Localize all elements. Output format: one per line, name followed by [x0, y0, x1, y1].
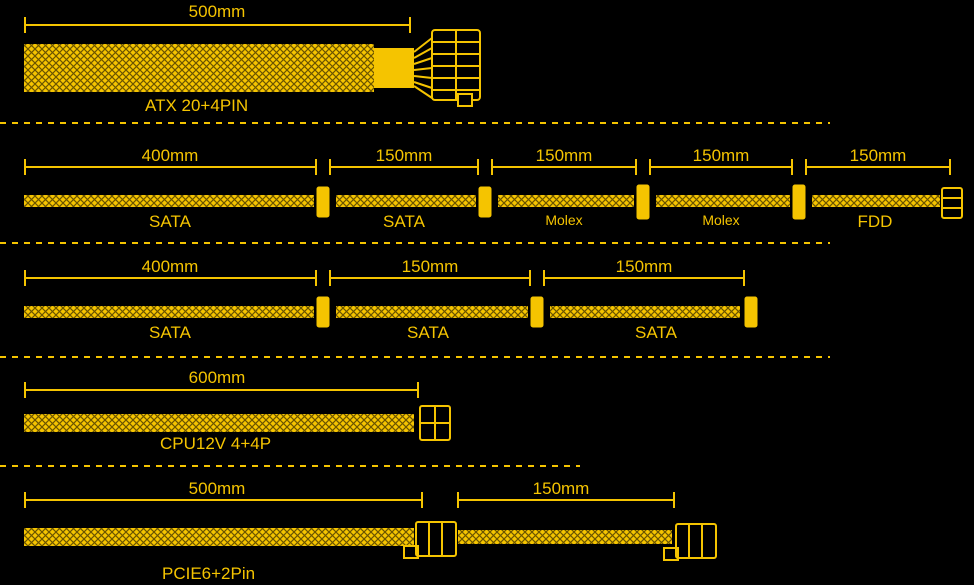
- length-label: 150mm: [532, 479, 590, 498]
- length-label: 150mm: [375, 146, 433, 165]
- braided-sleeve: [24, 414, 414, 432]
- connector-label: SATA: [407, 323, 449, 342]
- braided-sleeve: [498, 195, 634, 207]
- cable-cpu: [24, 382, 451, 441]
- separator-lines: [0, 122, 830, 467]
- braided-sleeve: [24, 528, 414, 546]
- fdd-connector: [941, 187, 963, 219]
- length-label: 150mm: [692, 146, 750, 165]
- braided-sleeve: [24, 306, 314, 318]
- dimension-lines: [24, 159, 951, 175]
- cable-name-pcie: PCIE6+2Pin: [162, 564, 256, 583]
- braided-sleeve: [550, 306, 740, 318]
- connector-label: Molex: [702, 212, 740, 228]
- connector-label: SATA: [149, 212, 191, 231]
- pcie-connector: [403, 521, 717, 561]
- connector-label: Molex: [545, 212, 583, 228]
- cable-name-atx: ATX 20+4PIN: [145, 96, 249, 115]
- connector-label: SATA: [149, 323, 191, 342]
- inline-connectors: [315, 295, 759, 329]
- length-label: 600mm: [188, 368, 246, 387]
- cable-pcie: [24, 492, 717, 561]
- dimension-lines: [24, 270, 745, 286]
- connector-label: FDD: [857, 212, 893, 231]
- length-label: 150mm: [401, 257, 459, 276]
- length-label: 500mm: [188, 479, 246, 498]
- length-label: 150mm: [849, 146, 907, 165]
- atx-connector: [413, 29, 481, 107]
- length-label: 400mm: [141, 146, 199, 165]
- length-label: 150mm: [615, 257, 673, 276]
- dimension-line: [24, 17, 411, 33]
- braided-sleeve: [24, 195, 314, 207]
- braided-sleeve: [656, 195, 790, 207]
- braided-sleeve: [336, 306, 528, 318]
- inline-connectors: [315, 183, 807, 221]
- connector-label: SATA: [383, 212, 425, 231]
- cpu-connector: [419, 405, 451, 441]
- cable-sata-molex-fdd: [24, 159, 963, 221]
- length-label: 400mm: [141, 257, 199, 276]
- braided-sleeve: [336, 195, 476, 207]
- sleeve-end: [374, 48, 414, 88]
- cable-name-cpu: CPU12V 4+4P: [160, 434, 272, 453]
- braided-sleeve: [812, 195, 940, 207]
- cable-sata-triple: [24, 270, 759, 329]
- length-label: 150mm: [535, 146, 593, 165]
- braided-sleeve: [458, 530, 672, 544]
- length-label: 500mm: [188, 2, 246, 21]
- cable-atx: [24, 17, 481, 107]
- braided-sleeve: [24, 44, 374, 92]
- dimension-lines: [24, 492, 675, 508]
- connector-label: SATA: [635, 323, 677, 342]
- dimension-line: [24, 382, 419, 398]
